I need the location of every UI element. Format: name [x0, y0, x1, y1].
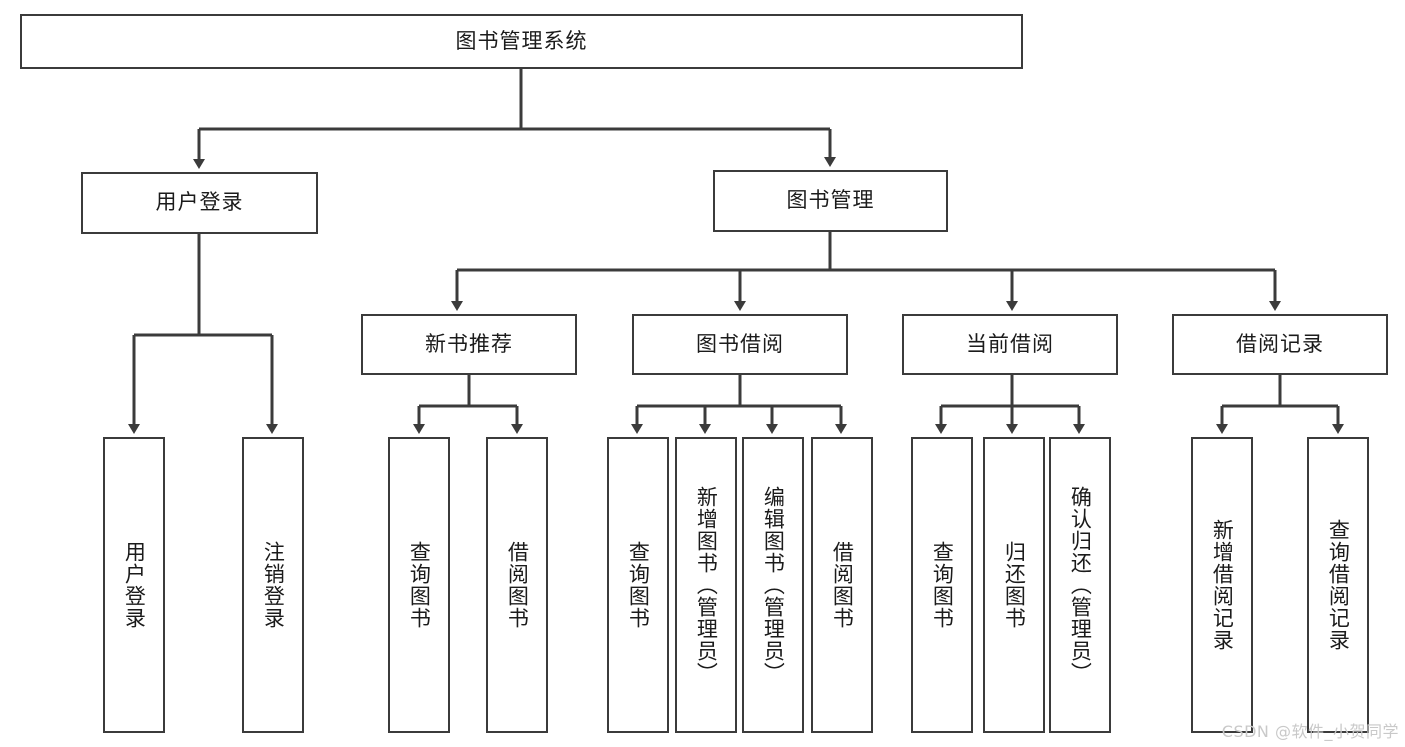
node-leaf-borrow-book-2[interactable]: 借阅图书 [811, 437, 873, 733]
node-label: 新增借阅记录 [1210, 519, 1235, 651]
node-label: 借阅记录 [1236, 331, 1324, 356]
node-borrow-record[interactable]: 借阅记录 [1172, 314, 1388, 375]
node-current-borrow[interactable]: 当前借阅 [902, 314, 1118, 375]
node-book-borrow[interactable]: 图书借阅 [632, 314, 848, 375]
node-leaf-return-book[interactable]: 归还图书 [983, 437, 1045, 733]
node-new-book-recommend[interactable]: 新书推荐 [361, 314, 577, 375]
node-root-system[interactable]: 图书管理系统 [20, 14, 1023, 69]
node-leaf-add-book[interactable]: 新增图书（管理员） [675, 437, 737, 733]
node-leaf-user-login[interactable]: 用户登录 [103, 437, 165, 733]
node-label: 借阅图书 [505, 541, 530, 629]
node-leaf-confirm-return[interactable]: 确认归还（管理员） [1049, 437, 1111, 733]
node-user-login[interactable]: 用户登录 [81, 172, 318, 234]
node-label: 确认归还（管理员） [1068, 486, 1093, 684]
node-label: 用户登录 [155, 190, 244, 215]
node-leaf-query-book-2[interactable]: 查询图书 [607, 437, 669, 733]
node-leaf-query-book-1[interactable]: 查询图书 [388, 437, 450, 733]
node-leaf-borrow-book-1[interactable]: 借阅图书 [486, 437, 548, 733]
node-label: 借阅图书 [830, 541, 855, 629]
node-label: 编辑图书（管理员） [761, 486, 786, 684]
node-label: 注销登录 [261, 541, 286, 629]
node-label: 查询图书 [930, 541, 955, 629]
node-label: 归还图书 [1002, 541, 1027, 629]
node-label: 图书管理系统 [455, 28, 588, 53]
node-leaf-query-book-3[interactable]: 查询图书 [911, 437, 973, 733]
node-label: 当前借阅 [966, 331, 1054, 356]
node-label: 新书推荐 [425, 331, 513, 356]
node-leaf-query-record[interactable]: 查询借阅记录 [1307, 437, 1369, 733]
node-label: 图书借阅 [696, 331, 784, 356]
node-label: 用户登录 [122, 541, 147, 629]
node-label: 图书管理 [786, 188, 875, 213]
node-leaf-add-record[interactable]: 新增借阅记录 [1191, 437, 1253, 733]
node-label: 查询图书 [626, 541, 651, 629]
node-leaf-logout-login[interactable]: 注销登录 [242, 437, 304, 733]
node-label: 查询借阅记录 [1326, 519, 1351, 651]
node-book-manage[interactable]: 图书管理 [713, 170, 948, 232]
node-label: 新增图书（管理员） [694, 486, 719, 684]
node-label: 查询图书 [407, 541, 432, 629]
node-leaf-edit-book[interactable]: 编辑图书（管理员） [742, 437, 804, 733]
